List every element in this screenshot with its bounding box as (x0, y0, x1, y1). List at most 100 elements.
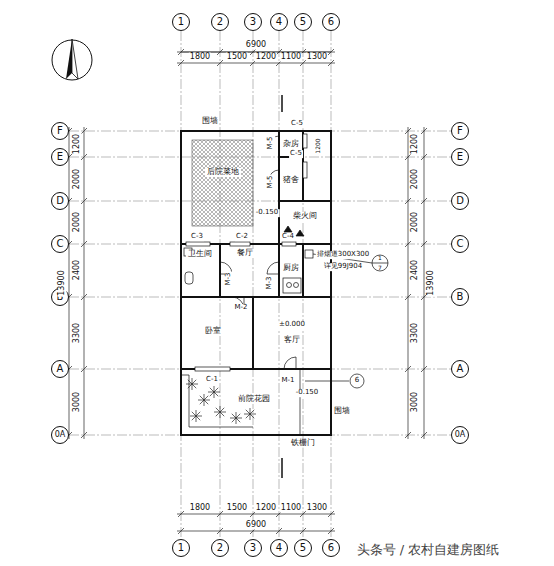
axis-number: A (457, 364, 464, 374)
garden-plants-part (196, 416, 202, 417)
garden-plants-part (198, 400, 204, 401)
grid-bubble: 3 (244, 13, 262, 31)
grid-lines-part (279, 31, 280, 539)
dimension-text: 2400 (73, 259, 82, 281)
grid-lines-part (253, 31, 254, 539)
room-label: 柴火间 (291, 212, 319, 221)
garden-plants-part (204, 400, 210, 401)
windows-part (282, 242, 296, 246)
plan-annotation: C-5 (290, 120, 304, 128)
garden-plants-part (236, 418, 240, 422)
fixtures-part (296, 230, 304, 236)
garden-plants-part (250, 410, 254, 414)
garden-plants-part (250, 414, 251, 420)
dimension-text: 1100 (280, 504, 302, 513)
grid-bubble: 5 (294, 13, 312, 31)
dimension-lines-part (84, 127, 85, 439)
section-marks-part (305, 381, 349, 382)
axis-number: 2 (217, 543, 223, 553)
dimension-lines-part (81, 241, 87, 247)
plan-annotation: M-5 (267, 174, 275, 189)
axis-number: 1 (178, 543, 184, 553)
dimension-lines-part (217, 528, 223, 534)
dimension-text: 1100 (280, 53, 302, 62)
dimension-text: 1200 (73, 133, 82, 155)
plan-annotation: C-3 (190, 233, 204, 241)
walls-part (181, 243, 331, 245)
dimension-lines-part (408, 127, 409, 439)
grid-bubble: 3 (244, 539, 262, 557)
dimension-lines-part (421, 128, 427, 134)
plan-annotation: C-1 (205, 376, 219, 384)
north-arrow (52, 39, 92, 80)
room-label: 杂房 (281, 140, 301, 149)
grid-bubble: A (51, 360, 69, 378)
grid-lines-part (69, 157, 451, 158)
grid-lines-part (69, 244, 451, 245)
garden-plants-part (204, 400, 205, 406)
room-label: 餐厅 (235, 249, 255, 258)
room-label: 前院花园 (236, 395, 272, 404)
walls-part (279, 200, 331, 202)
dimension-lines-part (421, 198, 427, 204)
garden-plants-part (220, 412, 224, 416)
garden-plants-part (214, 392, 218, 396)
garden-plants-part (214, 412, 220, 413)
dimension-lines-part (69, 127, 70, 439)
plan-annotation: M-3 (225, 271, 233, 286)
dimension-lines-part (217, 60, 223, 66)
grid-bubble: C (51, 235, 69, 253)
garden-plants-part (216, 412, 220, 416)
fixtures-part (287, 283, 292, 288)
garden-plants-part (188, 384, 192, 388)
north-arrow-part (52, 40, 92, 80)
grid-bubble: A (451, 360, 469, 378)
plan-annotation: 围墙 (201, 117, 219, 126)
axis-number: C (57, 239, 64, 249)
plan-annotation: 铁栅门 (290, 439, 316, 448)
dimension-text: 1300 (306, 504, 328, 513)
garden-plants-part (250, 414, 254, 418)
axis-number: F (57, 126, 63, 136)
dimension-text: 2000 (73, 211, 82, 233)
section-marks-part (350, 374, 364, 388)
garden-plants-part (236, 418, 242, 419)
plan-annotation: 6 (354, 377, 360, 385)
dimension-lines-part (217, 511, 223, 517)
dimension-text: 1300 (306, 53, 328, 62)
grid-bubble: 0A (451, 426, 469, 444)
room-label: 卧室 (203, 327, 223, 336)
garden-plants-part (244, 414, 250, 415)
walls-part (181, 296, 331, 298)
garden-plants-part (246, 414, 250, 418)
plan-annotation: -0.150 (295, 389, 320, 397)
dimension-lines-part (328, 60, 334, 66)
dimension-lines-part (178, 511, 184, 517)
plan-annotation: M-5 (267, 135, 275, 150)
grid-bubble: 6 (322, 13, 340, 31)
windows-part (303, 134, 307, 148)
dimension-text: 1800 (189, 504, 211, 513)
garden-plants-part (210, 392, 214, 396)
dimension-lines-part (177, 514, 335, 515)
axis-number: D (456, 196, 464, 206)
dimension-text: 6900 (245, 521, 267, 530)
fixtures (181, 226, 318, 435)
plan-annotation: 7 (377, 265, 383, 272)
grid-bubble: 0A (51, 426, 69, 444)
section-marks-part (372, 255, 388, 271)
garden-plants-part (236, 412, 237, 418)
plan-annotation: 详见99J904 (323, 263, 363, 271)
walls-part (219, 244, 221, 297)
dimension-lines-part (177, 63, 335, 64)
garden-plants-part (214, 392, 215, 398)
garden-plants-part (192, 412, 196, 416)
dimension-text: 3000 (411, 391, 420, 413)
axis-number: 0A (55, 431, 66, 439)
room-name: 卫生间 (188, 250, 212, 259)
dimension-text: 1500 (226, 504, 248, 513)
grid-bubble: 4 (270, 539, 288, 557)
dimension-text: 1200 (411, 133, 420, 155)
dimension-lines-part (81, 128, 87, 134)
garden-plants-part (230, 418, 236, 419)
